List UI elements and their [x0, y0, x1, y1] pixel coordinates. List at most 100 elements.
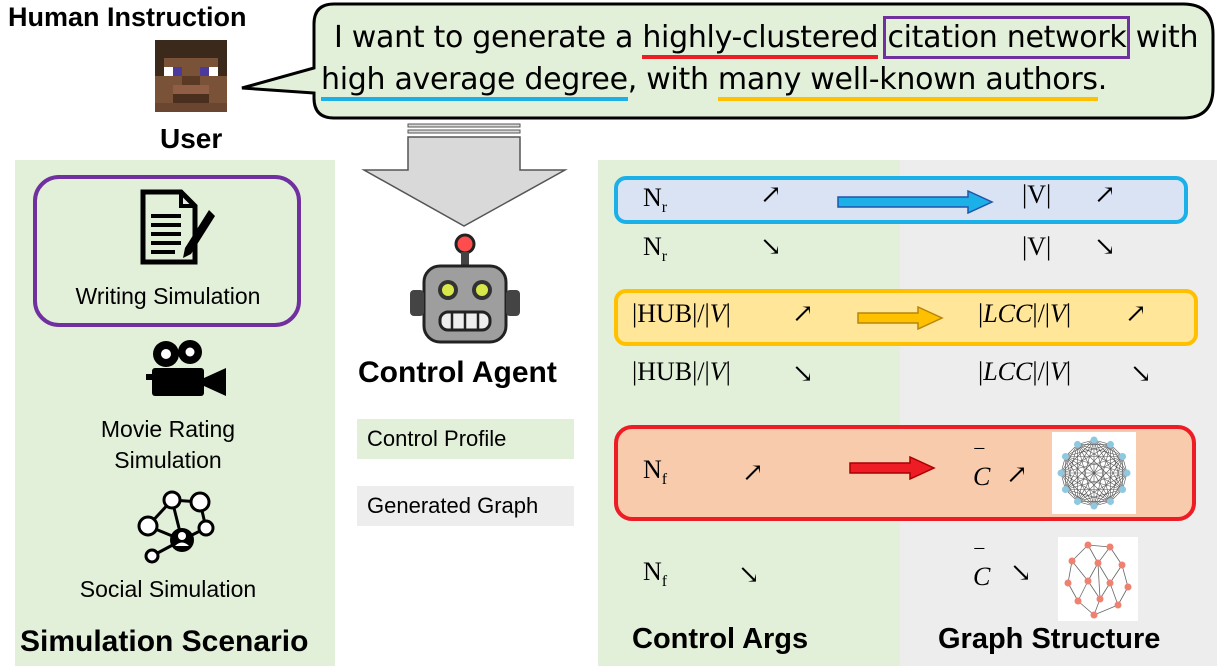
- graph-edge: [1097, 562, 1111, 584]
- graph-node: [1061, 486, 1069, 493]
- nr-down-label: Nr: [643, 232, 667, 266]
- graph-edge: [1060, 444, 1111, 474]
- down-arrow-icon: ↘: [738, 560, 760, 589]
- overbar: ‾: [975, 446, 984, 475]
- bar: |/|: [1032, 357, 1051, 386]
- movie-rating-label-line-2: Simulation: [114, 447, 222, 473]
- sparse-graph-thumbnail: [1058, 537, 1138, 621]
- graph-node: [1119, 453, 1127, 460]
- control-agent-title: Control Agent: [358, 356, 557, 389]
- lcc-text: LCC: [983, 357, 1033, 386]
- graph-edge: [1060, 472, 1123, 490]
- nr-subscript: r: [661, 248, 668, 266]
- down-arrow-icon: ↘: [1130, 359, 1152, 388]
- legend-control-profile: Control Profile: [357, 419, 574, 459]
- v-italic: V: [1050, 299, 1066, 328]
- graph-node: [1123, 469, 1131, 477]
- highlight-well-known-authors: many well-known authors: [717, 62, 1098, 101]
- graph-edge: [1093, 439, 1123, 457]
- instruction-text: .: [1097, 62, 1108, 97]
- bar: |: [1065, 357, 1072, 386]
- hub-up-label: |HUB|/|V|: [632, 299, 731, 329]
- down-arrow-icon: ↘: [1094, 232, 1116, 261]
- graph-node: [1074, 440, 1081, 448]
- user-avatar: [155, 40, 227, 112]
- down-arrow-icon: ↘: [760, 232, 782, 261]
- social-simulation-label: Social Simulation: [79, 576, 257, 602]
- graph-edge: [1077, 600, 1095, 616]
- human-instruction-label: Human Instruction: [8, 2, 247, 32]
- instruction-text: with: [1126, 20, 1199, 55]
- graph-edge: [1087, 544, 1111, 548]
- bar: |/|: [1032, 299, 1051, 328]
- lcc-up-label: |LCC|/|V|: [978, 299, 1071, 329]
- graph-edge: [1060, 444, 1078, 474]
- graph-edge: [1110, 456, 1123, 502]
- social-network-icon: [137, 490, 215, 564]
- nf-subscript: f: [661, 573, 668, 591]
- graph-edge: [1065, 456, 1111, 502]
- graph-node: [1074, 498, 1081, 506]
- nr-symbol: N: [643, 232, 662, 261]
- graph-edge: [1077, 439, 1095, 502]
- graph-edge: [1065, 456, 1123, 490]
- graph-node: [1090, 502, 1098, 510]
- movie-camera-icon: [146, 340, 226, 396]
- graph-structure-title: Graph Structure: [938, 623, 1161, 655]
- graph-node: [1090, 611, 1098, 619]
- graph-edge: [1093, 439, 1111, 502]
- up-arrow-icon: ↗: [742, 458, 764, 487]
- graph-edge: [1060, 456, 1123, 474]
- c-symbol: C: [973, 462, 991, 491]
- instruction-text: , with: [627, 62, 718, 97]
- down-arrow-icon: ↘: [1010, 558, 1032, 587]
- graph-node: [1107, 498, 1114, 506]
- graph-node: [1106, 579, 1114, 587]
- red-right-arrow: [849, 456, 936, 480]
- graph-node: [1107, 440, 1114, 448]
- lcc-text: LCC: [983, 299, 1033, 328]
- graph-edge: [1097, 562, 1101, 600]
- up-arrow-icon: ↗: [1006, 460, 1028, 489]
- graph-node: [1084, 541, 1092, 549]
- graph-edge: [1065, 444, 1111, 457]
- movie-rating-simulation-label: Movie Rating Simulation: [60, 414, 276, 476]
- writing-simulation-label: Writing Simulation: [75, 283, 261, 309]
- up-arrow-icon: ↗: [792, 299, 814, 328]
- v-italic: V: [1050, 357, 1066, 386]
- c-down-label: ‾C: [973, 546, 990, 592]
- instruction-line-1: I want to generate a highly-clustered ci…: [334, 16, 1199, 59]
- writing-simulation-box: [33, 175, 301, 327]
- dense-graph-thumbnail: [1052, 432, 1136, 514]
- robot-icon: [410, 233, 520, 344]
- graph-edge: [1065, 472, 1128, 490]
- graph-edge: [1065, 444, 1111, 490]
- graph-node: [1124, 583, 1132, 591]
- graph-edge: [1077, 444, 1095, 507]
- graph-edge: [1109, 582, 1119, 606]
- graph-edge: [1077, 456, 1123, 502]
- up-arrow-icon: ↗: [1094, 180, 1116, 209]
- graph-edge: [1093, 604, 1119, 616]
- nr-up-label: Nr: [643, 183, 667, 217]
- control-args-title: Control Args: [632, 623, 809, 655]
- graph-node: [1106, 543, 1114, 551]
- yellow-right-arrow: [857, 306, 944, 330]
- graph-node: [1074, 597, 1082, 605]
- v-italic: V: [709, 357, 726, 386]
- up-arrow-icon: ↗: [760, 180, 782, 209]
- bar: |: [1065, 299, 1072, 328]
- highlight-high-average-degree: high average degree: [321, 62, 628, 101]
- bar: |: [725, 299, 731, 328]
- hub-down-label: |HUB|/|V|: [632, 357, 731, 387]
- nf-symbol: N: [643, 455, 662, 484]
- graph-edge: [1065, 439, 1095, 490]
- graph-node: [1094, 559, 1102, 567]
- graph-node: [1090, 436, 1098, 444]
- thumbnail-background: [1058, 537, 1138, 621]
- graph-node: [1096, 595, 1104, 603]
- graph-edge: [1065, 439, 1095, 457]
- graph-node: [1057, 469, 1065, 477]
- blue-right-arrow: [837, 190, 994, 214]
- highlight-citation-network: citation network: [883, 16, 1131, 59]
